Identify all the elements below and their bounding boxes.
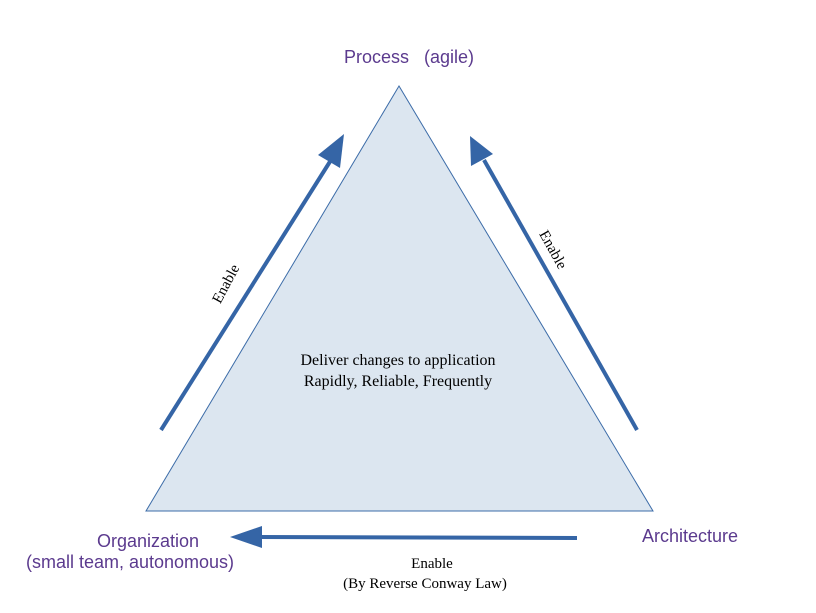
right-edge-label: Enable — [535, 228, 569, 272]
center-text-line1: Deliver changes to application — [300, 352, 495, 369]
left-edge-label: Enable — [210, 262, 244, 307]
bottom-edge-sublabel: (By Reverse Conway Law) — [343, 576, 507, 592]
bottom-arrow-shaft — [257, 535, 578, 540]
right-arrow-head — [470, 136, 493, 166]
right-arrow-shaft — [482, 159, 639, 431]
architecture-node-label: Architecture — [642, 526, 738, 546]
bottom-edge-label: Enable — [411, 556, 453, 572]
left-arrow-head — [318, 134, 344, 168]
main-triangle — [145, 85, 654, 512]
organization-node-sublabel: (small team, autonomous) — [26, 552, 234, 572]
process-node-label: Process (agile) — [344, 47, 474, 67]
organization-node-label: Organization — [97, 531, 199, 551]
left-arrow-shaft — [159, 158, 333, 432]
center-text-line2: Rapidly, Reliable, Frequently — [304, 373, 492, 390]
bottom-arrow-head — [230, 526, 262, 548]
